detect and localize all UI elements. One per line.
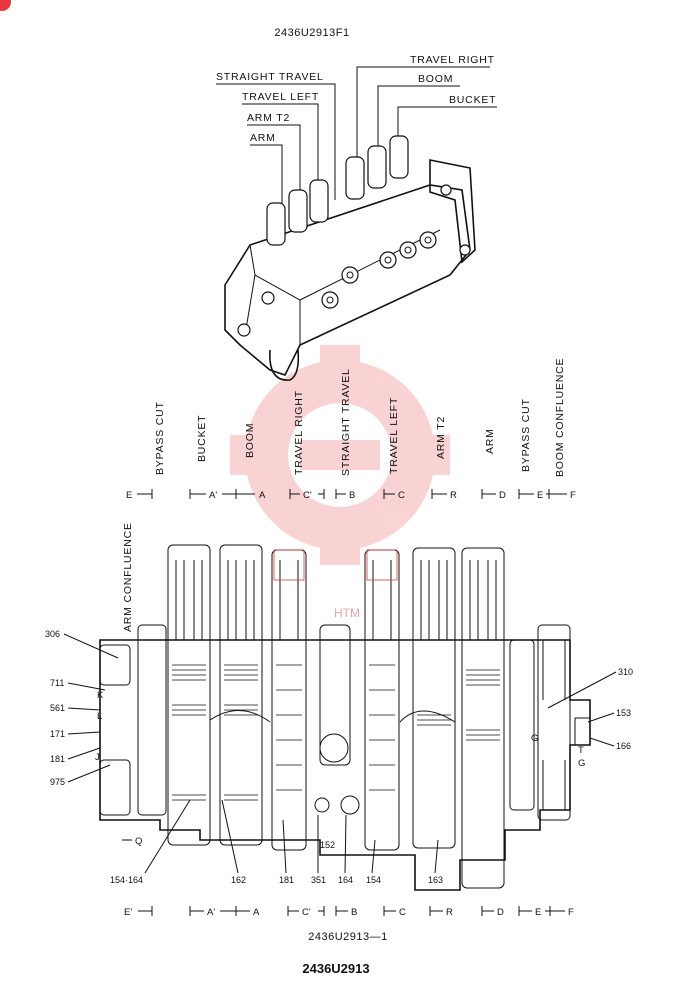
marker-top-f: F [570, 490, 576, 501]
port-g-2: G [578, 758, 585, 769]
part-351: 351 [311, 875, 326, 885]
part-164: 164 [338, 875, 353, 885]
part-711: 711 [50, 678, 64, 688]
part-163: 163 [428, 875, 443, 885]
watermark-text: HTM [334, 606, 360, 620]
section-label-boom-confluence: BOOM CONFLUENCE [554, 358, 566, 477]
port-q: Q [135, 836, 142, 847]
callout-bucket: BUCKET [449, 94, 496, 106]
marker-top-c-prime: C' [303, 490, 312, 501]
callout-arm-t2: ARM T2 [247, 112, 290, 124]
section-label-arm: ARM [484, 428, 496, 454]
section-label-arm-confluence: ARM CONFLUENCE [122, 522, 134, 632]
marker-bottom-d: D [497, 907, 504, 918]
figure-id-top: 2436U2913F1 [274, 27, 349, 39]
marker-top-d: D [499, 490, 506, 501]
part-306: 306 [45, 629, 60, 639]
marker-top-r: R [450, 490, 457, 501]
section-label-bucket: BUCKET [196, 415, 208, 462]
isometric-valve-block [224, 135, 476, 381]
section-markers-bottom: E' A' A C' B C R D E F [124, 906, 574, 918]
marker-top-e2: E [537, 490, 543, 501]
marker-bottom-r: R [446, 907, 453, 918]
marker-bottom-f: F [568, 907, 574, 918]
marker-bottom-c: C [399, 907, 406, 918]
figure-id-bottom: 2436U2913—1 [308, 931, 388, 943]
port-j: J [95, 752, 100, 763]
part-975: 975 [50, 777, 65, 787]
section-label-travel-left: TRAVEL LEFT [388, 397, 400, 474]
marker-bottom-e-prime: E' [124, 907, 132, 918]
port-l: L [97, 711, 102, 722]
marker-bottom-a-prime: A' [207, 907, 215, 918]
part-153: 153 [616, 708, 631, 718]
section-label-boom: BOOM [244, 423, 256, 458]
marker-top-a-prime: A' [209, 490, 217, 501]
section-label-travel-right: TRAVEL RIGHT [293, 390, 305, 475]
part-166: 166 [616, 741, 631, 751]
section-label-bypass-cut-2: BYPASS CUT [520, 398, 532, 472]
marker-bottom-a: A [253, 907, 260, 918]
part-310: 310 [618, 667, 633, 677]
figure-caption: 2436U2913 [302, 961, 369, 976]
part-171: 171 [50, 729, 65, 739]
valve-section-body [99, 544, 591, 891]
part-152: 152 [320, 840, 335, 850]
section-markers-top: E A' A C' B C R D E F [126, 489, 576, 501]
marker-top-a: A [259, 490, 266, 501]
part-181: 181 [50, 754, 65, 764]
marker-top-b: B [349, 490, 355, 501]
callout-travel-left: TRAVEL LEFT [242, 91, 319, 103]
part-154: 154 [366, 875, 381, 885]
marker-bottom-c-prime: C' [302, 907, 311, 918]
iso-callouts: TRAVEL RIGHT STRAIGHT TRAVEL BOOM TRAVEL… [216, 54, 497, 205]
corner-badge [0, 0, 11, 11]
callout-travel-right: TRAVEL RIGHT [410, 54, 495, 66]
callout-boom: BOOM [418, 73, 453, 85]
port-t: T [578, 745, 584, 756]
watermark-logo [230, 345, 450, 565]
marker-top-e: E [126, 490, 132, 501]
port-g-1: G [531, 733, 538, 744]
part-154-164: 154·164 [110, 875, 143, 885]
port-k: K [97, 690, 104, 701]
callout-straight-travel: STRAIGHT TRAVEL [216, 71, 324, 83]
section-labels: BYPASS CUT BUCKET BOOM TRAVEL RIGHT STRA… [122, 358, 566, 632]
part-numbers-left: 306 711 561 171 181 975 [45, 629, 119, 787]
section-label-bypass-cut-1: BYPASS CUT [154, 401, 166, 475]
part-numbers-bottom: 154·164 162 181 351 152 164 154 163 [110, 799, 443, 885]
port-letters: K L J Q G T G [95, 690, 585, 847]
part-181-bottom: 181 [279, 875, 294, 885]
section-label-straight-travel: STRAIGHT TRAVEL [340, 368, 352, 476]
marker-bottom-e: E [535, 907, 541, 918]
part-561: 561 [50, 703, 65, 713]
part-numbers-right: 310 153 166 [547, 667, 633, 751]
marker-top-c: C [398, 490, 405, 501]
section-label-arm-t2: ARM T2 [435, 416, 447, 459]
part-162: 162 [231, 875, 246, 885]
callout-arm: ARM [250, 132, 276, 144]
marker-bottom-b: B [351, 907, 357, 918]
